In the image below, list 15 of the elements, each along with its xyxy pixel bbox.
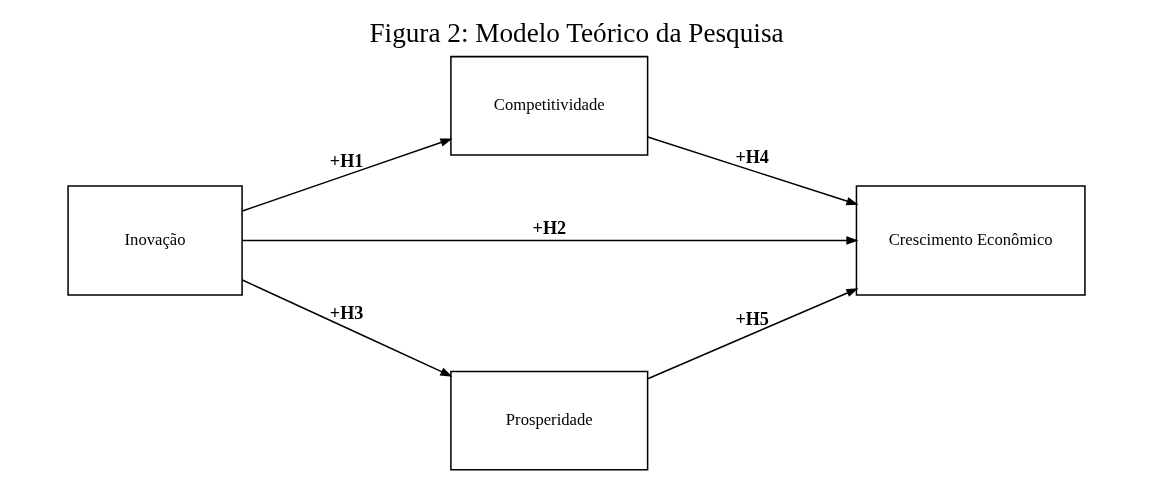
arrow: [646, 136, 859, 206]
edge-label: +H5: [734, 308, 769, 329]
diagram-title: Figura 2: Modelo Teórico da Pesquisa: [368, 18, 784, 49]
node-box: Prosperidade: [449, 370, 648, 471]
edge-label: +H2: [532, 217, 566, 238]
node-box: Inovação: [66, 185, 243, 296]
edge-label: +H4: [734, 146, 769, 167]
edge-label: +H3: [329, 302, 363, 323]
node-box: Crescimento Econômico: [855, 185, 1086, 296]
arrow: [241, 138, 453, 212]
arrow: [241, 279, 452, 377]
node-box: Competitividade: [449, 55, 648, 156]
arrow: [240, 236, 858, 245]
edge-label: +H1: [329, 151, 363, 172]
arrow: [646, 288, 858, 380]
